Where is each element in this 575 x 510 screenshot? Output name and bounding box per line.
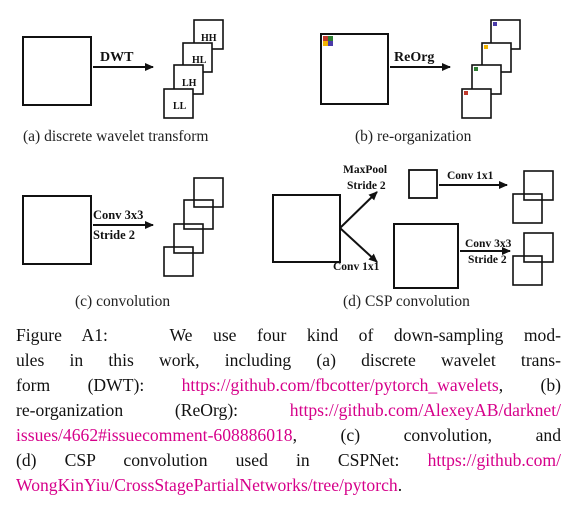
reorg-patch-yellow [323, 41, 328, 46]
caption-text: , (b) [498, 375, 561, 395]
conv-subcaption: (c) convolution [75, 293, 170, 310]
conv-output-square-1 [193, 177, 224, 208]
csp-maxpool-output-square [408, 169, 438, 199]
conv-input-square [22, 195, 92, 265]
csp-conv1x1-output-square [393, 223, 459, 289]
csp-conv3x3-label-2: Stride 2 [468, 254, 507, 266]
reorg-arrow-label: ReOrg [394, 50, 434, 65]
dwt-subband-label-hl: HL [192, 55, 207, 66]
reorg-output-patch-red [464, 91, 468, 95]
caption-line-2: ules in this work, including (a) discret… [16, 348, 561, 373]
conv-output-square-4 [163, 246, 194, 277]
dwt-subband-label-ll: LL [173, 101, 187, 112]
csp-upper-conv1x1-label: Conv 1x1 [447, 170, 494, 182]
pytorch-wavelets-link[interactable]: https://github.com/fbcotter/pytorch_wave… [181, 375, 499, 395]
dwt-subband-label-lh: LH [182, 78, 197, 89]
caption-line-7: WongKinYiu/CrossStagePartialNetworks/tre… [16, 473, 561, 498]
panel-conv: Conv 3x3 Stride 2 (c) convolution [22, 177, 224, 310]
conv-arrow-label-1: Conv 3x3 [93, 208, 143, 222]
caption-line-6: (d) CSP convolution used in CSPNet: http… [16, 448, 561, 473]
csp-maxpool-label-2: Stride 2 [347, 180, 386, 192]
dwt-arrow-label: DWT [100, 50, 134, 65]
panel-reorg: ReOrg (b) re-organization [320, 19, 521, 145]
caption-line-4: re-organization (ReOrg): https://github.… [16, 398, 561, 423]
dwt-subcaption: (a) discrete wavelet transform [23, 128, 208, 145]
csp-upper-output-square-1 [523, 170, 554, 201]
panel-csp: MaxPool Stride 2 Conv 1x1 Conv 1x1 Conv … [272, 164, 554, 310]
figure-diagram: DWT HH HL LH LL (a) discrete wavelet tra… [22, 19, 554, 310]
cspnet-link-continued[interactable]: WongKinYiu/CrossStagePartialNetworks/tre… [16, 475, 398, 495]
csp-conv3x3-label-1: Conv 3x3 [465, 238, 512, 250]
conv-output-square-2 [183, 199, 214, 230]
reorg-subcaption: (b) re-organization [355, 128, 472, 145]
figure-caption: Figure A1: We use four kind of down-samp… [16, 323, 561, 498]
csp-upper-output-square-2 [512, 193, 543, 224]
dwt-subband-ll [163, 88, 194, 119]
csp-lower-output-square-1 [523, 232, 554, 263]
caption-line-3: form (DWT): https://github.com/fbcotter/… [16, 373, 561, 398]
csp-conv1x1-lower-label: Conv 1x1 [333, 261, 380, 273]
darknet-issue-link[interactable]: https://github.com/AlexeyAB/darknet/ [289, 400, 561, 420]
caption-text: re-organization (ReOrg): [16, 400, 290, 420]
reorg-input-square [320, 33, 389, 105]
csp-maxpool-branch-arrow [339, 191, 378, 229]
csp-conv1x1-branch-arrow [339, 227, 378, 263]
caption-text: We use four kind of down-sampling mod- [169, 325, 561, 345]
panel-dwt: DWT HH HL LH LL (a) discrete wavelet tra… [22, 19, 224, 145]
cspnet-link[interactable]: https://github.com/ [427, 450, 561, 470]
csp-lower-output-square-2 [512, 255, 543, 286]
conv-output-square-3 [173, 223, 204, 254]
caption-line-1: Figure A1: We use four kind of down-samp… [16, 323, 561, 348]
reorg-patch-green [328, 36, 333, 41]
csp-maxpool-label-1: MaxPool [343, 164, 387, 176]
csp-input-square [272, 194, 341, 263]
caption-text: form (DWT): [16, 375, 182, 395]
caption-text: , (c) convolution, and [292, 425, 561, 445]
caption-figure-label: Figure A1: [16, 325, 108, 345]
csp-subcaption: (d) CSP convolution [343, 293, 470, 310]
dwt-input-square [22, 36, 92, 106]
caption-text: . [397, 475, 403, 495]
reorg-output-patch-green [474, 67, 478, 71]
reorg-patch-purple [328, 41, 333, 46]
dwt-subband-label-hh: HH [201, 33, 217, 44]
caption-text: ules in this work, including (a) discret… [16, 350, 561, 370]
reorg-output-patch-yellow [484, 45, 488, 49]
caption-text: (d) CSP convolution used in CSPNet: [16, 450, 428, 470]
conv-arrow-label-2: Stride 2 [93, 228, 135, 242]
darknet-issue-link-continued[interactable]: issues/4662#issuecomment-608886018 [16, 425, 293, 445]
reorg-patch-red [323, 36, 328, 41]
caption-line-5: issues/4662#issuecomment-608886018, (c) … [16, 423, 561, 448]
reorg-output-patch-purple [493, 22, 497, 26]
